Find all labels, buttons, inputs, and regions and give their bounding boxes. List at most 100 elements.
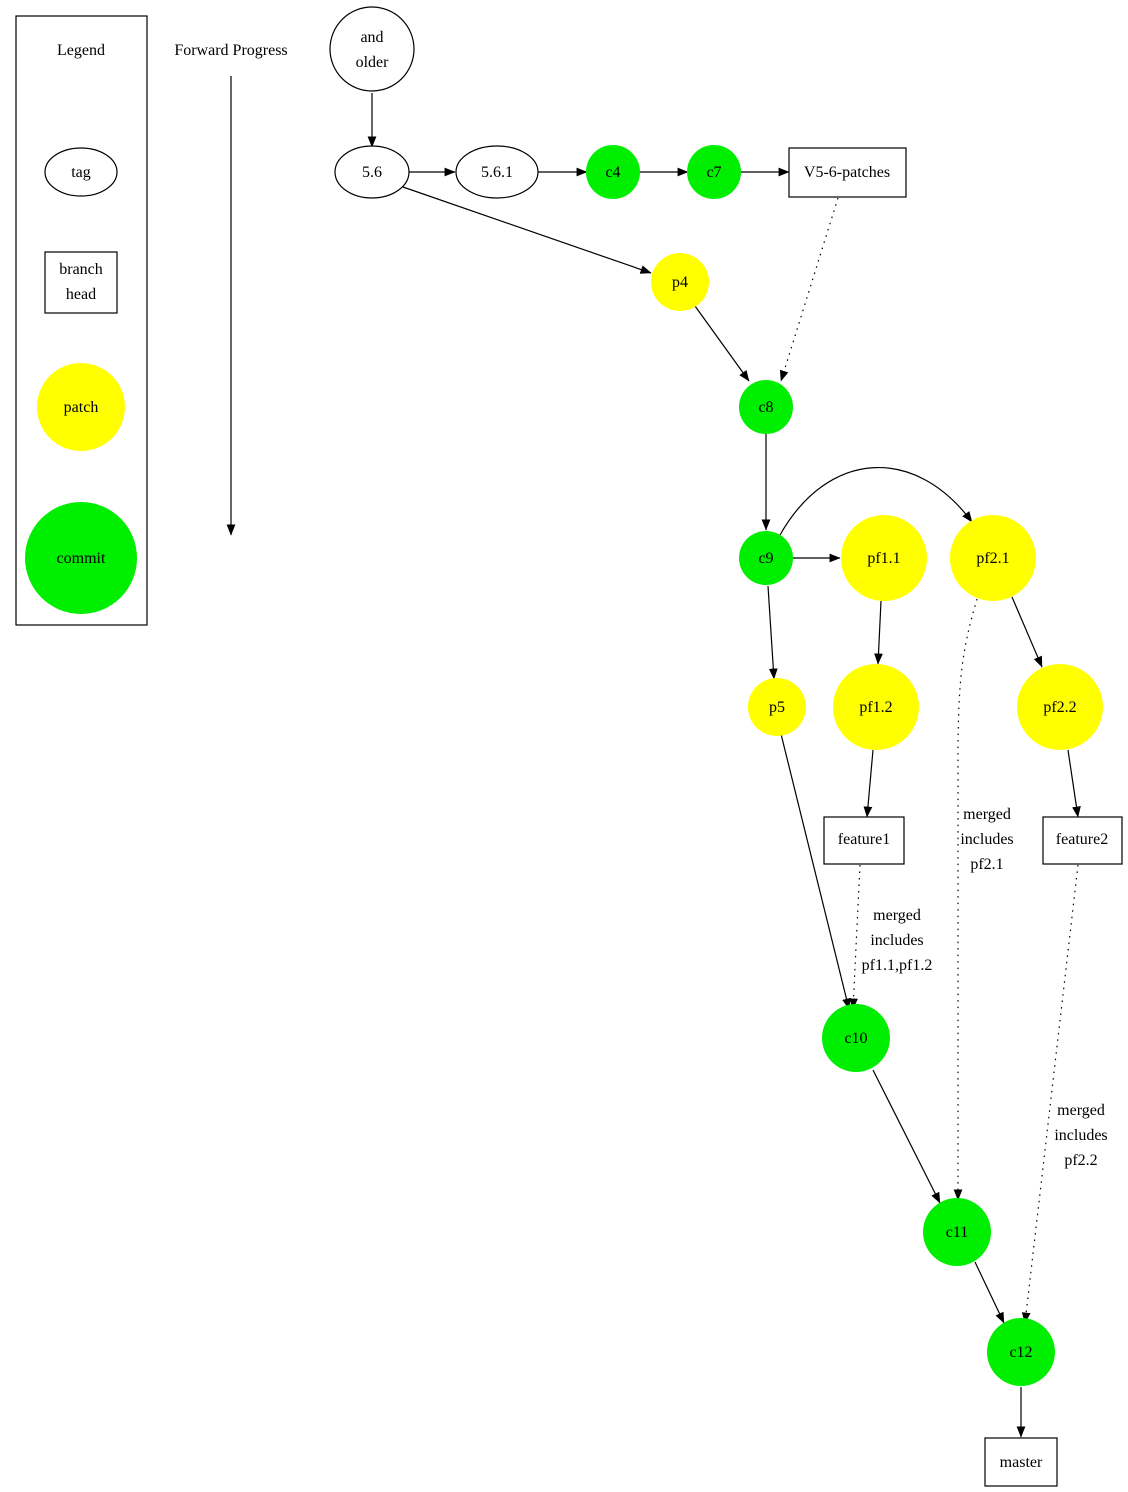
- node-commit-c10: c10: [822, 1004, 890, 1072]
- node-branch-v5-6-patches-shape: [788, 147, 907, 198]
- node-commit-c11-label: c11: [946, 1224, 969, 1241]
- node-tag-5-6-1: 5.6.1: [455, 145, 539, 199]
- edge-pf2-1-to-pf2-2: [1011, 596, 1043, 668]
- node-patch-pf2-1: pf2.1: [950, 515, 1036, 601]
- node-patch-p5: p5: [748, 678, 806, 736]
- node-tag-5-6-1-label: 5.6.1: [481, 164, 513, 181]
- node-commit-c4: c4: [586, 145, 640, 199]
- edge-label-feature2-line3: pf2.2: [1064, 1152, 1097, 1169]
- node-commit-c8-shape: [739, 380, 793, 434]
- node-patch-pf2-2: pf2.2: [1017, 664, 1103, 750]
- node-older-shape: [329, 6, 415, 92]
- node-commit-c12-shape: [987, 1318, 1055, 1386]
- node-branch-feature1-shape: [823, 816, 905, 865]
- edge-feature1-to-c10: [849, 864, 861, 1010]
- node-patch-pf1-1: pf1.1: [841, 515, 927, 601]
- node-patch-pf1-1-shape: [841, 515, 927, 601]
- node-tag-5-6-1-shape: [455, 145, 539, 199]
- node-commit-c7: c7: [687, 145, 741, 199]
- node-commit-c12: c12: [987, 1318, 1055, 1386]
- node-branch-feature2-shape: [1042, 816, 1123, 865]
- edges: [367, 93, 1081, 1438]
- node-patch-pf1-2-label: pf1.2: [859, 699, 892, 716]
- edge-label-feature2-line2: includes: [1054, 1127, 1107, 1144]
- node-patch-pf2-2-label: pf2.2: [1043, 699, 1076, 716]
- node-branch-master-shape: [984, 1437, 1058, 1487]
- node-commit-c8: c8: [739, 380, 793, 434]
- legend-border: [15, 15, 148, 626]
- node-commit-c11: c11: [923, 1198, 991, 1266]
- edge-label-pf2-1-line1: merged: [963, 806, 1011, 823]
- node-commit-c7-label: c7: [706, 164, 721, 181]
- node-branch-v5-6-patches-label: V5-6-patches: [804, 164, 890, 181]
- edge-c10-to-c11: [872, 1069, 941, 1204]
- node-commit-c9-shape: [739, 531, 793, 585]
- legend-branch-head-shape: [44, 251, 118, 314]
- node-commit-c8-label: c8: [758, 399, 773, 416]
- edge-pf1-1-to-pf1-2: [874, 600, 883, 665]
- node-patch-p4-shape: [651, 253, 709, 311]
- node-older-label-line2: older: [356, 54, 390, 71]
- legend-commit-label: commit: [57, 550, 106, 567]
- node-branch-feature1: feature1: [823, 816, 905, 865]
- node-tag-5-6-shape: [334, 145, 410, 199]
- node-branch-master-label: master: [1000, 1454, 1043, 1471]
- node-patch-pf1-1-label: pf1.1: [867, 550, 900, 567]
- edge-c9-to-p5: [767, 585, 778, 680]
- node-commit-c4-shape: [586, 145, 640, 199]
- edge-pf1-2-to-feature1: [863, 749, 874, 818]
- node-branch-feature2: feature2: [1042, 816, 1123, 865]
- node-commit-c7-shape: [687, 145, 741, 199]
- edge-label-feature2-line1: merged: [1057, 1102, 1105, 1119]
- node-branch-master: master: [984, 1437, 1058, 1487]
- node-patch-p4: p4: [651, 253, 709, 311]
- edge-p4-to-c8: [694, 305, 750, 382]
- legend-branch-head-label-line2: head: [66, 286, 96, 303]
- edge-p5-to-c10: [780, 733, 851, 1010]
- forward-progress-label: Forward Progress: [174, 42, 287, 59]
- node-commit-c11-shape: [923, 1198, 991, 1266]
- edge-feature2-to-c12: [1021, 864, 1079, 1324]
- legend-tag-label: tag: [71, 164, 91, 181]
- edge-c9-to-pf2-1: [779, 466, 973, 536]
- edge-pf2-2-to-feature2: [1067, 749, 1081, 818]
- node-patch-pf1-2-shape: [833, 664, 919, 750]
- edge-pf2-1-to-c11: [953, 598, 978, 1201]
- edge-label-feature1-line3: pf1.1,pf1.2: [862, 957, 933, 974]
- legend-tag-shape: [44, 147, 118, 197]
- forward-progress-indicator: Forward Progress: [174, 42, 288, 536]
- node-commit-c12-label: c12: [1009, 1344, 1032, 1361]
- node-commit-c10-label: c10: [844, 1030, 867, 1047]
- edge-5-6-to-p4: [402, 186, 652, 274]
- node-branch-feature2-label: feature2: [1056, 831, 1108, 848]
- legend-branch-head-label-line1: branch: [59, 261, 103, 278]
- nodes: and older 5.6 5.6.1 c4 c7 V5-6-patches: [329, 6, 1123, 1487]
- node-patch-p5-shape: [748, 678, 806, 736]
- node-tag-5-6-label: 5.6: [362, 164, 382, 181]
- node-patch-pf1-2: pf1.2: [833, 664, 919, 750]
- legend-commit-shape: [25, 502, 137, 614]
- legend-patch-label: patch: [64, 399, 99, 416]
- edge-labels: merged includes pf1.1,pf1.2 merged inclu…: [862, 806, 1108, 1169]
- edge-label-feature1-line1: merged: [873, 907, 921, 924]
- edge-v5-6-patches-to-c8: [779, 197, 839, 382]
- edge-label-pf2-1-line2: includes: [960, 831, 1013, 848]
- node-patch-p5-label: p5: [769, 699, 785, 716]
- node-branch-v5-6-patches: V5-6-patches: [788, 147, 907, 198]
- node-branch-feature1-label: feature1: [838, 831, 890, 848]
- node-patch-pf2-1-label: pf2.1: [976, 550, 1009, 567]
- node-commit-c4-label: c4: [605, 164, 620, 181]
- node-commit-c9-label: c9: [758, 550, 773, 567]
- node-patch-pf2-2-shape: [1017, 664, 1103, 750]
- edge-label-pf2-1-line3: pf2.1: [970, 856, 1003, 873]
- node-patch-p4-label: p4: [672, 274, 688, 291]
- legend-panel: Legend tag branch head patch commit: [15, 15, 148, 626]
- node-older: and older: [329, 6, 415, 92]
- legend-patch-shape: [37, 363, 125, 451]
- edge-label-feature1-line2: includes: [870, 932, 923, 949]
- node-patch-pf2-1-shape: [950, 515, 1036, 601]
- node-commit-c9: c9: [739, 531, 793, 585]
- node-tag-5-6: 5.6: [334, 145, 410, 199]
- node-older-label-line1: and: [360, 29, 383, 46]
